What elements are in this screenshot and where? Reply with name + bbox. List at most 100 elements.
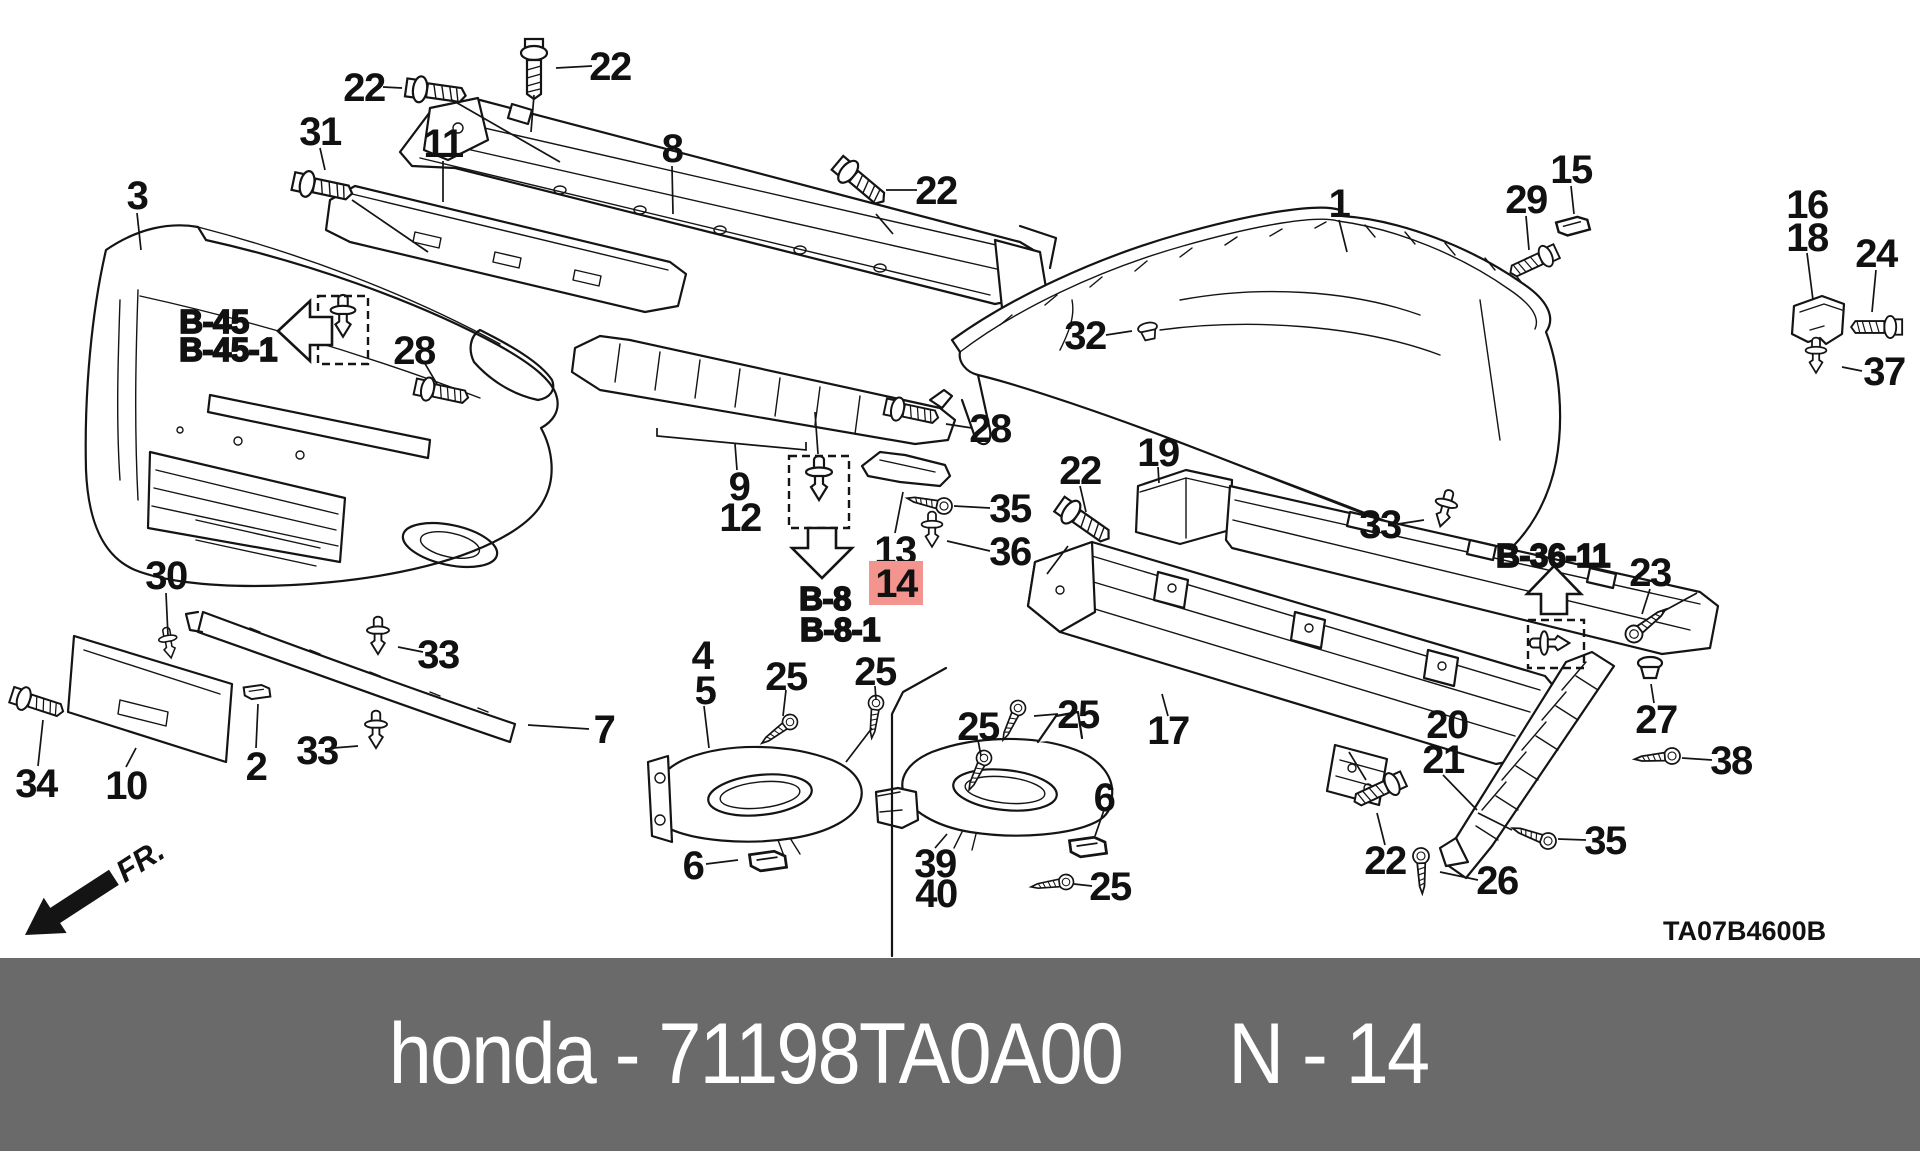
callout-29[interactable]: 29: [1505, 178, 1548, 222]
callout-27[interactable]: 27: [1635, 698, 1678, 742]
screw-icon: [1632, 746, 1682, 769]
screw-icon: [1029, 872, 1076, 896]
diagram-code: TA07B4600B: [1663, 916, 1826, 946]
callout-24[interactable]: 24: [1855, 232, 1900, 276]
callout-9[interactable]: 9: [729, 465, 752, 509]
callout-30[interactable]: 30: [145, 554, 188, 598]
grommet-27: [1636, 655, 1664, 680]
footer-part-number: honda - 71198TA0A00: [388, 1006, 1124, 1102]
callout-33[interactable]: 33: [417, 633, 460, 677]
rear-bumper-absorber: [1134, 468, 1720, 656]
callout-6[interactable]: 6: [683, 844, 706, 888]
callout-25[interactable]: 25: [1089, 865, 1133, 909]
fog-garnish-right: [874, 710, 1114, 851]
callout-25[interactable]: 25: [957, 705, 1001, 749]
callout-B-36-11[interactable]: B-36-11: [1495, 536, 1611, 575]
screw-icon: [863, 693, 886, 740]
fr-arrow-icon: [25, 869, 119, 935]
callout-1[interactable]: 1: [1329, 182, 1353, 226]
callout-22[interactable]: 22: [343, 66, 386, 110]
group-divider: [890, 666, 948, 958]
callout-16[interactable]: 16: [1786, 183, 1829, 227]
callout-34[interactable]: 34: [15, 762, 60, 806]
callout-7[interactable]: 7: [594, 708, 617, 752]
callout-22[interactable]: 22: [1364, 839, 1407, 883]
callout-23[interactable]: 23: [1629, 551, 1672, 595]
callout-40[interactable]: 40: [915, 872, 958, 916]
rear-side-spacer: [1438, 650, 1616, 880]
bolt-icon: [7, 682, 68, 724]
callout-21[interactable]: 21: [1422, 738, 1466, 782]
callout-33[interactable]: 33: [1359, 503, 1402, 547]
callout-15[interactable]: 15: [1550, 148, 1594, 192]
callout-35[interactable]: 35: [1584, 819, 1628, 863]
callout-19[interactable]: 19: [1137, 431, 1180, 475]
callout-8[interactable]: 8: [662, 127, 686, 171]
callout-25[interactable]: 25: [1057, 693, 1101, 737]
callout-38[interactable]: 38: [1710, 739, 1754, 783]
front-bumper-beam: [398, 96, 1058, 310]
callout-35[interactable]: 35: [989, 487, 1033, 531]
front-spacer-bracket: [860, 450, 952, 488]
clip-icon: [364, 709, 388, 750]
footer-text: honda - 71198TA0A00 N - 14: [0, 1005, 1430, 1104]
callout-10[interactable]: 10: [105, 764, 148, 808]
clip-6-left: [748, 848, 788, 874]
callout-31[interactable]: 31: [299, 110, 343, 154]
clip-icon: [804, 454, 834, 502]
b8-arrow-icon: [788, 526, 856, 580]
callout-18[interactable]: 18: [1786, 216, 1830, 260]
b36-arrow-icon: [1523, 564, 1585, 616]
screw-icon: [1411, 846, 1432, 895]
callout-25[interactable]: 25: [854, 650, 898, 694]
screw-icon: [756, 710, 802, 751]
front-side-spacer: [570, 334, 957, 446]
callout-22[interactable]: 22: [589, 45, 632, 89]
fr-label: FR.: [110, 833, 171, 890]
callout-36[interactable]: 36: [989, 530, 1032, 574]
callout-17[interactable]: 17: [1147, 709, 1190, 753]
b45-arrow-icon: [276, 297, 334, 365]
front-lower-trim: [184, 610, 517, 744]
callout-32[interactable]: 32: [1064, 314, 1107, 358]
callout-22[interactable]: 22: [915, 169, 958, 213]
callout-3[interactable]: 3: [127, 174, 150, 218]
callout-B-45-1[interactable]: B-45-1: [178, 330, 278, 369]
clip-icon: [1528, 630, 1571, 656]
clip-icon: [920, 510, 944, 548]
callout-B-8[interactable]: B-8: [798, 579, 852, 618]
selected-callout-highlight: [869, 561, 923, 605]
callout-37[interactable]: 37: [1863, 350, 1906, 394]
callout-26[interactable]: 26: [1476, 859, 1519, 903]
callout-28[interactable]: 28: [393, 329, 437, 373]
callout-12[interactable]: 12: [719, 496, 762, 540]
footer-bar: honda - 71198TA0A00 N - 14: [0, 958, 1920, 1151]
callout-20[interactable]: 20: [1426, 703, 1469, 747]
callout-6[interactable]: 6: [1094, 776, 1117, 820]
callout-25[interactable]: 25: [765, 655, 809, 699]
rear-bumper-beam: [1026, 540, 1564, 807]
callout-28[interactable]: 28: [969, 407, 1013, 451]
callout-33[interactable]: 33: [296, 729, 339, 773]
callout-B-45[interactable]: B-45: [178, 302, 250, 341]
callout-B-8-1[interactable]: B-8-1: [799, 610, 881, 649]
clip-icon: [366, 615, 390, 656]
parts-diagram-canvas: FR. TA07B4600B 2222311183222828912131435…: [7, 37, 1906, 958]
callout-22[interactable]: 22: [1059, 449, 1102, 493]
callout-5[interactable]: 5: [695, 669, 719, 713]
bolt-icon: [1850, 315, 1904, 339]
callout-4[interactable]: 4: [692, 634, 717, 678]
callout-14[interactable]: 14: [875, 562, 920, 606]
callout-2[interactable]: 2: [246, 745, 269, 789]
rear-bumper-face: [950, 206, 1562, 560]
footer-page-ref: N - 14: [1228, 1006, 1430, 1102]
bracket-16-18: [1790, 294, 1846, 346]
clip-15: [1554, 213, 1592, 239]
fog-garnish-left: [646, 745, 863, 857]
front-bumper-face: [84, 224, 559, 588]
fr-direction-arrow: FR.: [25, 833, 171, 935]
callout-39[interactable]: 39: [914, 842, 957, 886]
callout-11[interactable]: 11: [423, 122, 465, 166]
